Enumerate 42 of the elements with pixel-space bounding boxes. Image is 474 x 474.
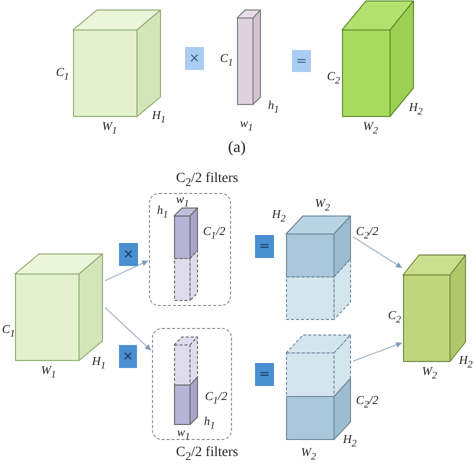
dimension-label: W$_{2}$ [422, 365, 437, 382]
arrow [104, 260, 148, 282]
operator-box: = [255, 363, 274, 386]
dimension-label: C$_{2}$/2 [356, 225, 378, 242]
dimension-label: C$_{1}$/2 [205, 390, 228, 406]
dimension-label: H$_{1}$ [152, 109, 166, 126]
dimension-label: h$_{1}$ [268, 99, 279, 116]
dimension-label: H$_{2}$ [343, 433, 357, 450]
dimension-label: C$_{1}$ [220, 52, 234, 68]
dimension-label: C$_{2}$ [388, 309, 402, 326]
dimension-label: w$_{1}$ [177, 426, 190, 442]
dimension-label: H$_{2}$ [459, 354, 473, 370]
panel-label: (a) [228, 140, 246, 156]
dimension-label: C$_{2}$/2 [356, 394, 378, 410]
dimension-label: C$_{1}$ [56, 66, 70, 82]
filters-heading: C$_{2}$/2 filters [176, 446, 238, 462]
dimension-label: W$_{2}$ [363, 120, 378, 136]
dimension-label: w$_{1}$ [176, 193, 190, 210]
operator-box: × [185, 47, 204, 70]
operator-box: × [119, 243, 138, 266]
arrow [352, 342, 402, 362]
dimension-label: W$_{1}$ [102, 120, 117, 136]
dimension-label: h$_{1}$ [157, 204, 168, 220]
dimension-label: C$_{1}$ [2, 323, 16, 340]
operator-box: = [292, 50, 311, 72]
dashed-group-box [152, 328, 232, 440]
dimension-label: W$_{2}$ [315, 197, 330, 214]
dashed-group-box [149, 193, 231, 306]
dimension-label: H$_{1}$ [92, 355, 106, 372]
operator-box: = [255, 235, 274, 258]
filters-heading: C$_{2}$/2 filters [176, 172, 238, 188]
dimension-label: W$_{2}$ [301, 446, 316, 462]
arrow [352, 236, 402, 268]
dimension-label: h$_{1}$ [204, 415, 215, 432]
dimension-label: H$_{2}$ [272, 208, 286, 224]
dimension-label: C$_{1}$/2 [203, 225, 226, 242]
dimension-label: w$_{1}$ [240, 117, 254, 134]
arrow [104, 307, 152, 351]
dimension-label: W$_{1}$ [41, 364, 56, 380]
dimension-label: H$_{2}$ [409, 101, 423, 118]
operator-box: × [119, 345, 137, 368]
dimension-label: C$_{2}$ [327, 70, 340, 86]
